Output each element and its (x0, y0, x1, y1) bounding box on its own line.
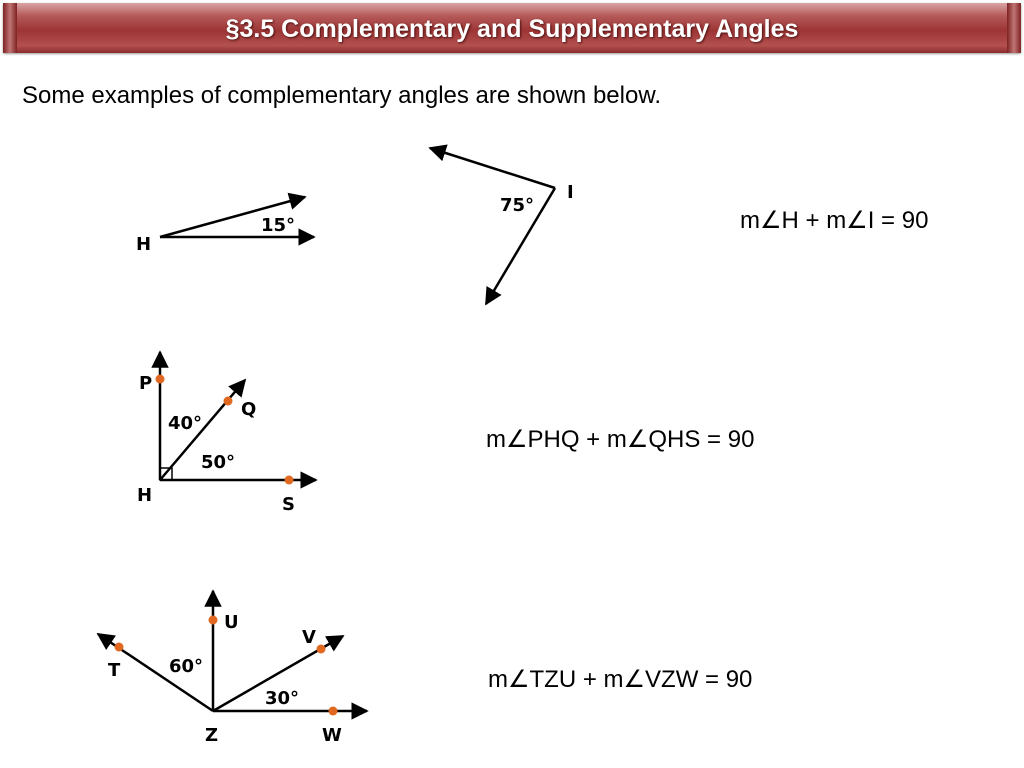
equation-phq-qhs: m∠PHQ + m∠QHS = 90 (486, 426, 755, 453)
label-t: T (108, 660, 121, 681)
right-angle-mark (159, 467, 173, 481)
ray-i-upper (428, 144, 556, 190)
intro-text: Some examples of complementary angles ar… (22, 82, 661, 109)
label-v: V (302, 627, 316, 648)
angle-h-figure: H 15° (136, 192, 316, 255)
label-angle-i: 75° (500, 195, 534, 216)
title-bar: §3.5 Complementary and Supplementary Ang… (3, 3, 1021, 53)
point-s (284, 475, 294, 485)
label-angle-50: 50° (201, 452, 235, 473)
label-z: Z (205, 725, 218, 746)
point-p (155, 374, 165, 384)
point-t (114, 642, 124, 652)
label-s: S (282, 494, 295, 515)
point-v (316, 644, 326, 654)
point-u (208, 615, 218, 625)
slide-title: §3.5 Complementary and Supplementary Ang… (225, 15, 799, 43)
label-vertex-i: I (567, 182, 574, 203)
angle-tzu-vzw-figure: U V T Z W 60° 30° (96, 589, 369, 746)
equation-tzu-vzw: m∠TZU + m∠VZW = 90 (488, 666, 753, 693)
label-q: Q (241, 399, 256, 420)
point-q (223, 396, 233, 406)
ray-h-upper (159, 192, 307, 239)
label-angle-40: 40° (168, 413, 202, 434)
label-angle-60: 60° (169, 656, 203, 677)
label-h: H (137, 485, 152, 506)
ray-hq (159, 378, 247, 481)
label-p: P (139, 373, 152, 394)
label-u: U (224, 612, 239, 633)
angle-i-figure: I 75° (428, 144, 574, 306)
ray-i-lower (484, 187, 557, 306)
label-angle-h: 15° (261, 215, 295, 236)
equation-h-i: m∠H + m∠I = 90 (740, 207, 929, 234)
title-bar-left-edge (3, 3, 17, 53)
angle-phq-qhs-figure: P Q H S 40° 50° (137, 350, 318, 515)
title-bar-right-edge (1007, 3, 1021, 53)
point-w (328, 706, 338, 716)
label-w: W (322, 725, 342, 746)
label-angle-30: 30° (265, 688, 299, 709)
label-vertex-h: H (136, 234, 151, 255)
